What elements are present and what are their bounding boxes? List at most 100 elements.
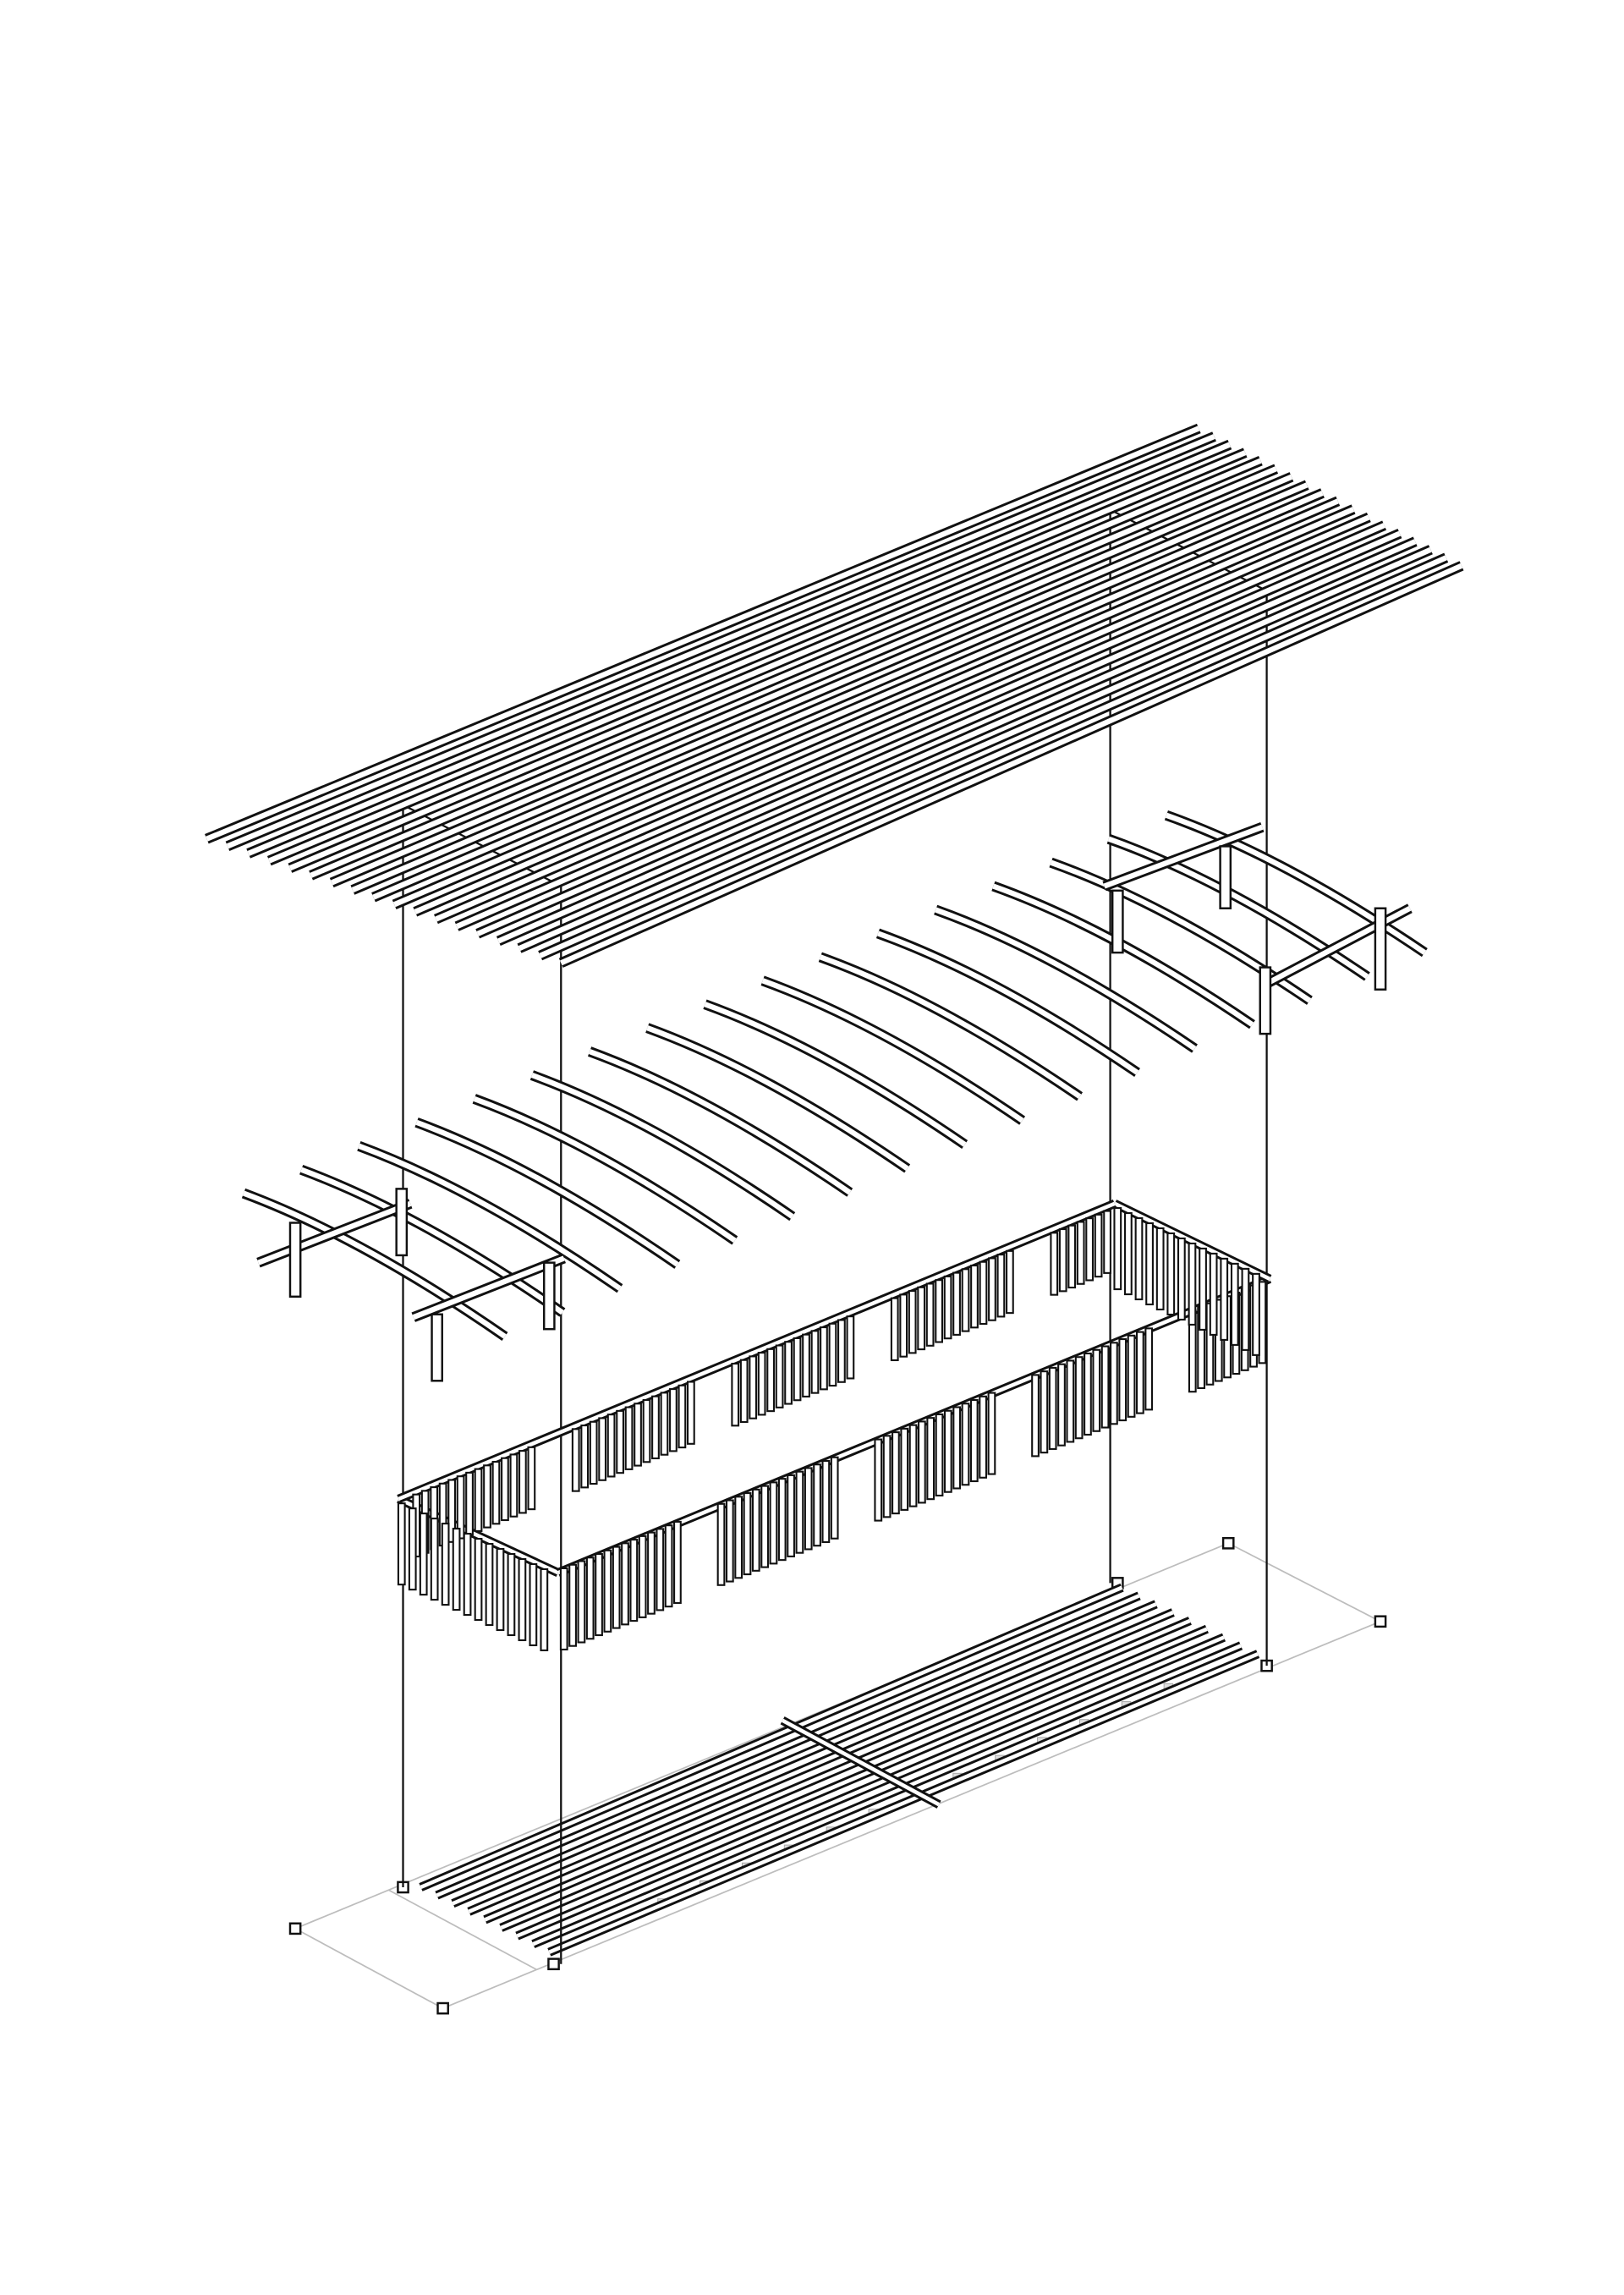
palisade-post [642,1398,651,1463]
end-frame-post [1111,889,1124,954]
rafter-inner [358,1143,622,1291]
palisade-post [743,1492,752,1576]
end-frame-beam-inner [1103,824,1264,889]
floor-slat-inner [484,1618,1191,1922]
palisade-post [634,1403,642,1467]
floor-slat-inner [420,1585,1123,1890]
palisade-post [678,1384,687,1449]
palisade-post [890,1297,899,1362]
end-frame-beam-inner [1265,905,1412,986]
floor-slat-inner [468,1611,1174,1913]
palisade-post [917,1286,926,1351]
palisade-post [441,1523,450,1606]
floor-slat-inner [532,1644,1242,1946]
palisade-post [616,1409,624,1474]
rafter-inner [761,978,1024,1123]
palisade-post [988,1257,996,1321]
end-frame-post [1374,907,1387,991]
ring-beam-inner [1113,1201,1271,1281]
palisade-post [452,1528,461,1611]
palisade-post [961,1403,970,1486]
rafter-inner [1165,812,1427,955]
palisade-post [874,1438,883,1522]
palisade-post [465,1471,474,1536]
palisade-post [1103,1210,1111,1274]
palisade-post [795,1470,804,1554]
palisade-post [751,1488,760,1572]
palisade-post [969,1398,979,1483]
roof-slat-inner [330,474,1293,886]
palisade-post [996,1254,1006,1318]
palisade-post [787,1474,795,1557]
palisade-post [656,1528,665,1611]
palisade-post [926,1417,935,1501]
palisade-post [1252,1272,1260,1356]
palisade-post [527,1446,536,1511]
palisade-post [1113,1207,1122,1291]
floor-slat-inner [516,1635,1225,1938]
palisade-post [970,1264,979,1329]
grid-line [294,1928,444,2009]
ring-beam-inner [398,1201,1116,1502]
floor-slat-inner [500,1627,1208,1930]
rafter-inner [415,1119,679,1267]
floor-cross-beam-inner [782,1718,941,1807]
palisade-post [757,1352,766,1416]
palisade-post [804,1467,813,1551]
palisade-post [1124,1212,1133,1296]
palisade-post [900,1427,909,1511]
palisade-ring [397,1199,1272,1651]
palisade-post [397,1502,406,1586]
palisade-post [507,1552,516,1637]
palisade-post [540,1568,549,1651]
palisade-post [739,1359,749,1424]
palisade-post [943,1275,952,1340]
rafter-inner [704,1002,967,1147]
roof-slat-inner [518,546,1432,951]
roof-slat-inner [268,450,1247,864]
footing-marker [547,1957,560,1971]
palisade-post [1127,1334,1136,1418]
roof-slat-inner [351,482,1309,892]
palisade-post [943,1409,952,1493]
palisade-post [1006,1249,1014,1315]
palisade-post [830,1456,839,1540]
palisade-post [1031,1374,1040,1458]
footing-marker [288,1922,302,1935]
palisade-post [580,1425,590,1489]
rafter-inner [242,1190,507,1339]
roof-slat-inner [392,498,1340,908]
palisade-post [1067,1224,1077,1289]
palisade-post [621,1542,629,1626]
roof-slat-inner [497,539,1417,944]
palisade-post [518,1557,527,1642]
palisade-post [820,1326,828,1391]
end-frame-post [395,1188,409,1257]
end-frame-post [1259,966,1272,1035]
palisade-post [1230,1262,1239,1346]
palisade-post [935,1413,944,1496]
palisade-post [589,1420,598,1485]
end-frame-beam-inner [257,1200,412,1266]
palisade-post [821,1459,831,1544]
palisade-post [1084,1352,1092,1436]
rafter-inner [473,1095,737,1244]
palisade-post [1144,1327,1154,1411]
palisade-post [509,1453,518,1518]
floor-slat-inner [548,1652,1259,1954]
palisade-post [1110,1342,1118,1425]
palisade-post [501,1457,509,1522]
palisade-post [784,1341,793,1405]
palisade-post [725,1499,734,1583]
roof-slat-inner [455,523,1385,930]
palisade-post [961,1268,970,1332]
palisade-post [647,1531,656,1615]
palisade-post [925,1282,935,1347]
rafter-inner [935,907,1197,1051]
end-frame-post [542,1261,556,1331]
grid-line [1227,1542,1381,1622]
rafter-inner [530,1073,794,1219]
palisade-post [892,1431,900,1515]
